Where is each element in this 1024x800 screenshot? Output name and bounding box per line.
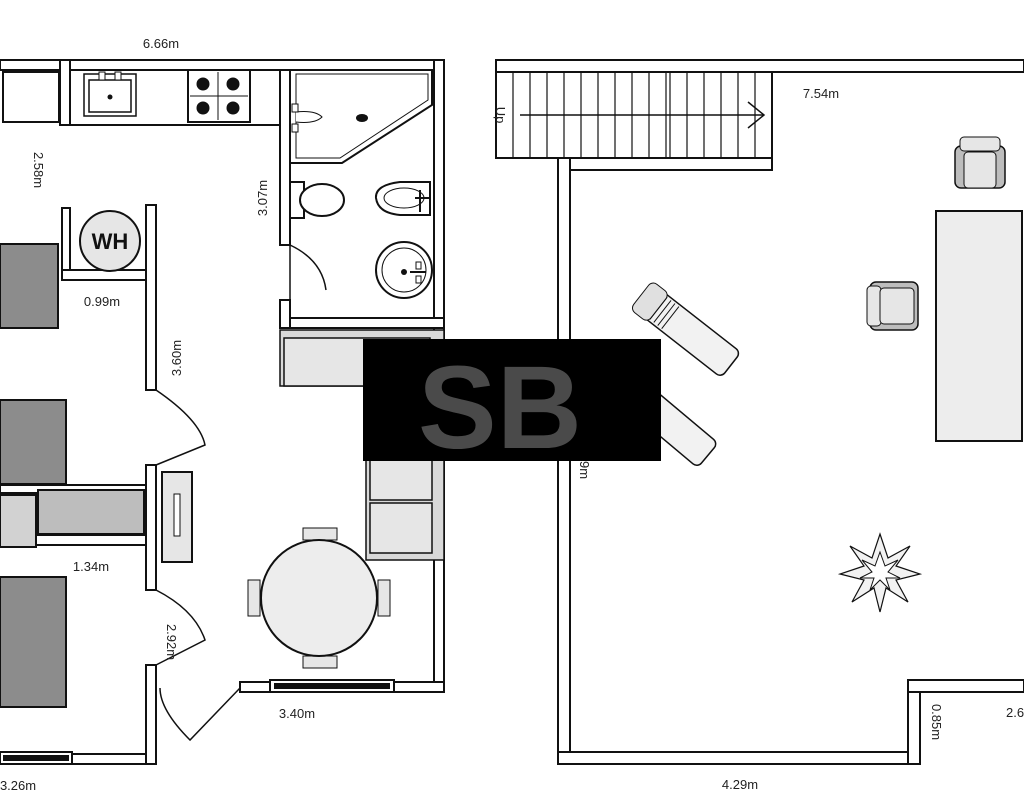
dim-bottom-left: 3.26m	[0, 778, 36, 793]
bath-sink	[375, 241, 433, 299]
dim-top-width: 6.66m	[143, 36, 179, 51]
dim-left-height: 2.58m	[31, 152, 46, 188]
water-heater: WH	[79, 210, 141, 272]
plant-icon	[837, 532, 923, 613]
window	[3, 755, 69, 761]
stove	[187, 69, 251, 123]
armchair	[866, 281, 919, 331]
hall-door[interactable]	[155, 389, 206, 466]
bath-door[interactable]	[289, 243, 327, 300]
dim-notch-height: 0.85m	[929, 704, 944, 740]
window	[274, 683, 390, 689]
tv-cabinet	[161, 471, 193, 563]
sun-lounger	[631, 282, 740, 376]
bidet	[374, 181, 431, 216]
wardrobe	[0, 489, 145, 548]
water-heater-label: WH	[92, 229, 129, 254]
terrace-table	[935, 210, 1023, 442]
stairs[interactable]: Up	[493, 71, 773, 159]
bed	[0, 243, 59, 329]
watermark-logo: SB	[363, 339, 661, 474]
dim-right-edge: 2.6	[1006, 705, 1024, 720]
bed	[0, 576, 67, 708]
dim-entry-height: 2.92m	[164, 624, 179, 660]
fridge	[2, 71, 60, 123]
dim-terrace-left-height: 9m	[577, 461, 592, 479]
kitchen-sink	[83, 71, 137, 117]
toilet	[289, 181, 345, 219]
dim-closet-width: 0.99m	[84, 294, 120, 309]
dim-living-width: 3.40m	[279, 706, 315, 721]
shower	[289, 69, 433, 164]
entry-door-swing[interactable]	[155, 589, 206, 666]
bed	[0, 399, 67, 485]
dim-terrace-bottom: 4.29m	[722, 777, 758, 792]
armchair	[954, 136, 1006, 189]
dining-table	[247, 527, 391, 669]
dim-terrace-width: 7.54m	[803, 86, 839, 101]
dim-bath-height: 3.07m	[255, 180, 270, 216]
stairs-label: Up	[493, 107, 508, 124]
front-door[interactable]	[159, 687, 241, 742]
dim-corridor-width: 1.34m	[73, 559, 109, 574]
dim-hall-height: 3.60m	[169, 340, 184, 376]
watermark-text: SB	[418, 342, 582, 474]
